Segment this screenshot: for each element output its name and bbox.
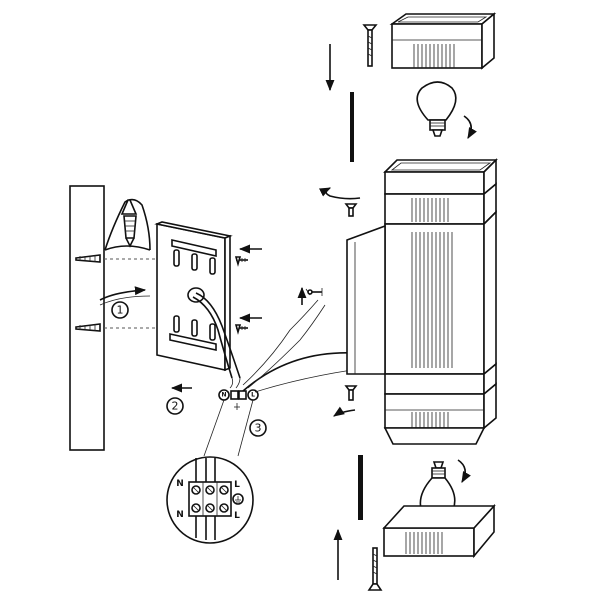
terminal-block: N L — [218, 389, 259, 410]
earth-screw — [297, 286, 323, 305]
detail-leader-left — [203, 399, 225, 457]
lamp-wires — [242, 299, 356, 393]
main-body — [346, 210, 497, 376]
step1-arrow — [99, 286, 151, 306]
svg-text:N: N — [221, 392, 226, 399]
mounting-plate — [154, 221, 233, 372]
lower-rotate-arrow — [333, 385, 358, 417]
svg-text:N: N — [176, 510, 184, 520]
upper-housing — [383, 158, 498, 226]
bottom-cap-screw — [367, 547, 383, 591]
top-cap — [389, 12, 497, 70]
lower-rod — [358, 455, 363, 520]
wall-panel — [69, 185, 105, 451]
terminal-detail: N L N L — [166, 456, 254, 544]
svg-text:1: 1 — [117, 304, 124, 317]
svg-text:L: L — [234, 511, 240, 521]
svg-text:3: 3 — [255, 422, 262, 435]
wall-plug-top — [75, 254, 101, 263]
bottom-cap — [382, 503, 496, 559]
upper-rod — [350, 92, 354, 162]
detail-leader-right — [237, 399, 254, 457]
upper-rotate-arrow — [318, 187, 361, 217]
wall-plug-bottom — [75, 323, 101, 332]
svg-text:L: L — [251, 392, 255, 399]
supply-cable — [192, 292, 241, 389]
svg-text:N: N — [176, 479, 184, 489]
svg-text:2: 2 — [172, 400, 179, 413]
top-bulb — [416, 81, 477, 139]
top-cap-screw — [362, 24, 378, 67]
step3-badge: 3 — [249, 419, 267, 437]
step1-badge: 1 — [111, 301, 129, 319]
svg-text:L: L — [234, 480, 240, 490]
step2-badge: 2 — [166, 397, 184, 415]
lower-housing — [383, 362, 497, 445]
screw-plug-closeup — [104, 198, 151, 251]
plate-screw-top — [234, 244, 262, 267]
plate-screw-bottom — [234, 313, 262, 335]
